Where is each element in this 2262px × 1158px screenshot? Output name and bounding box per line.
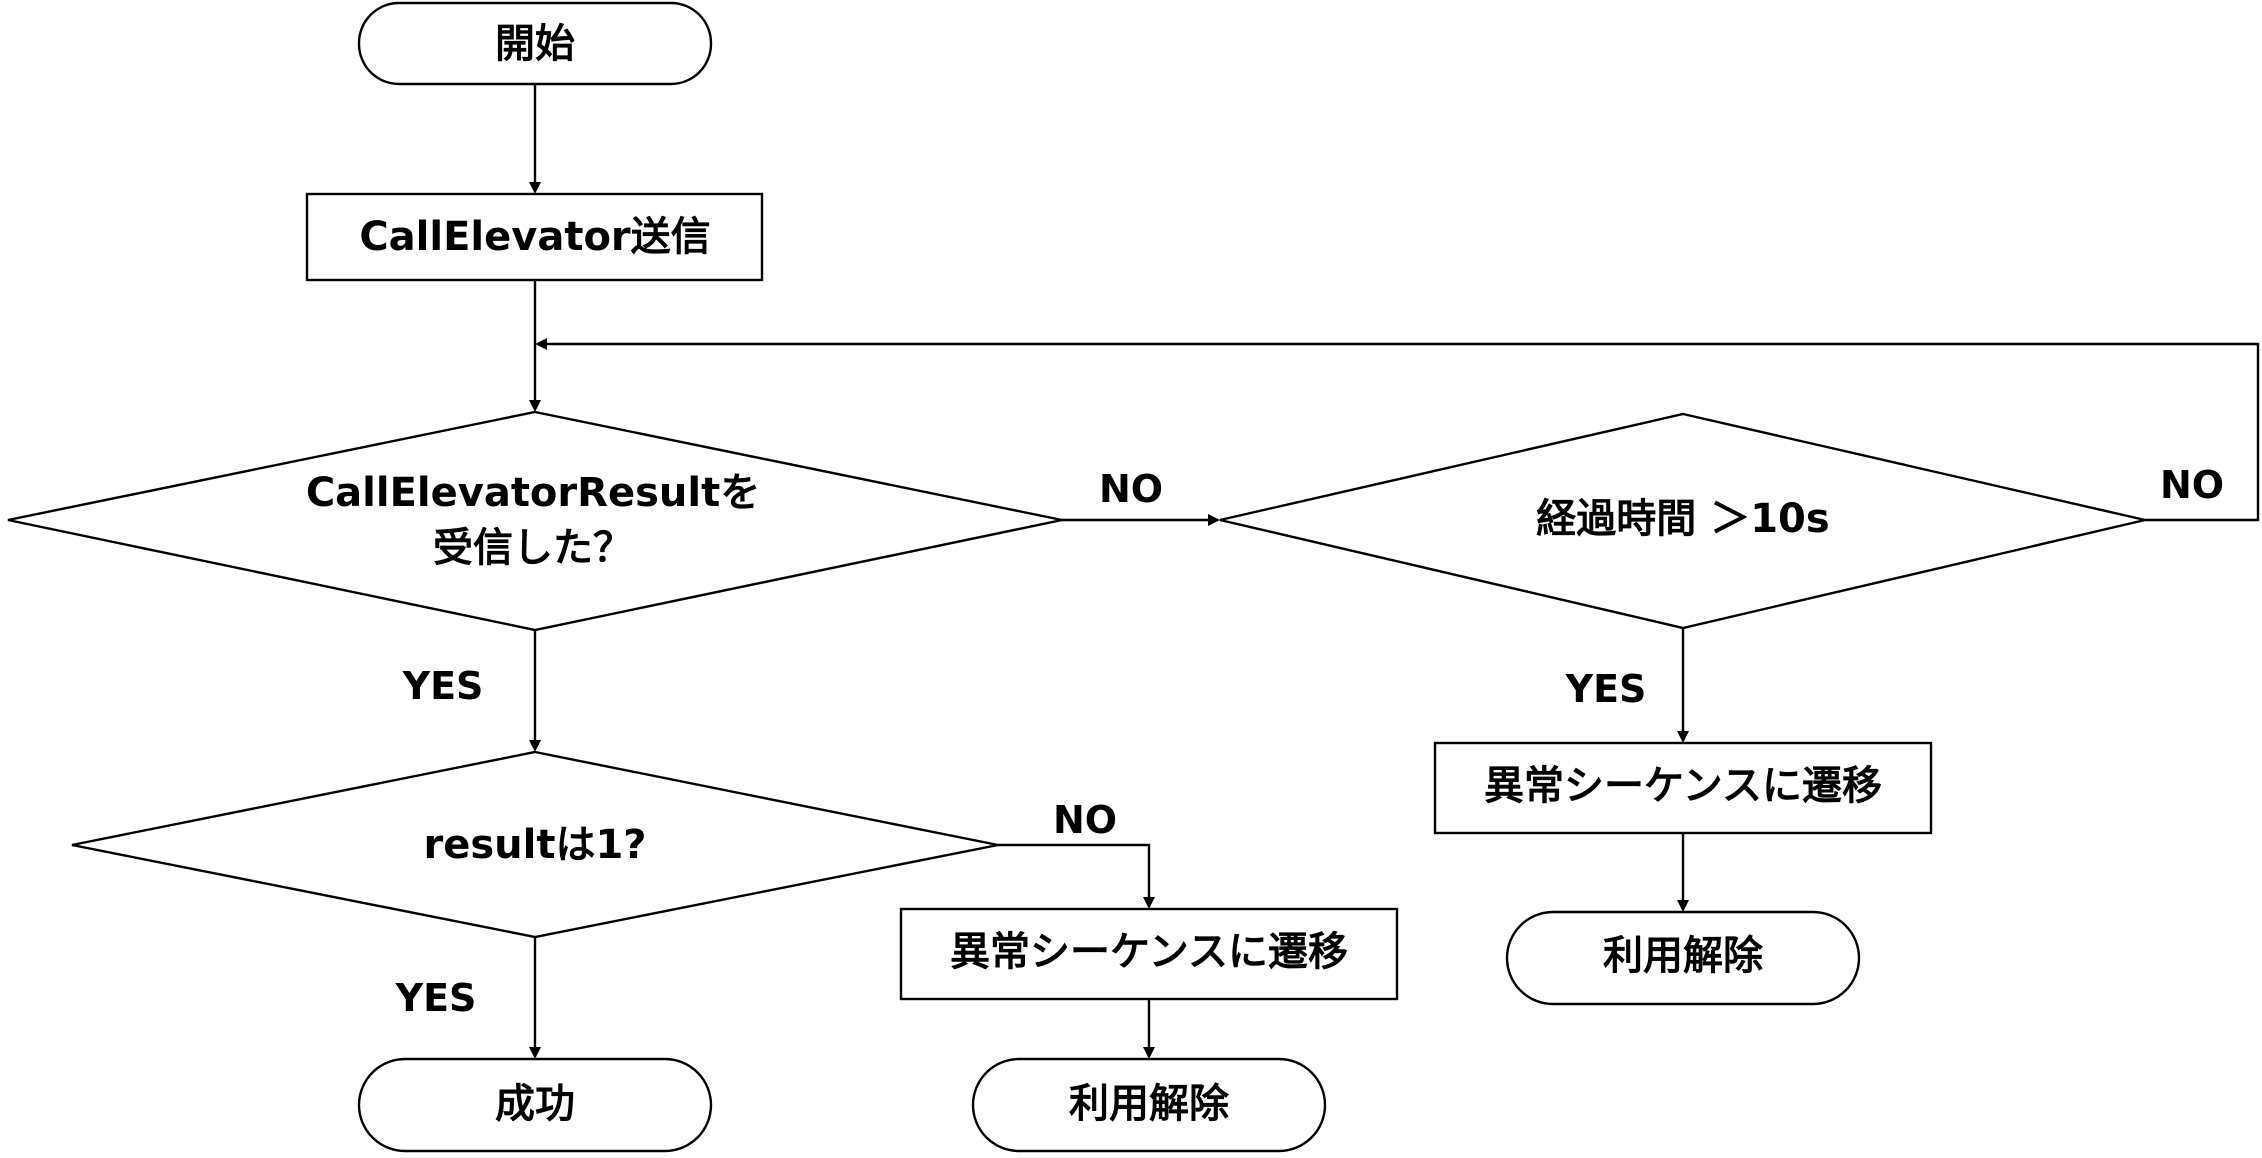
arrowhead [529, 740, 541, 752]
decision-timeout-label: 経過時間 ＞10s [1536, 496, 1829, 542]
release-timeout-terminator [1505, 910, 1861, 1006]
start-node: 開始 [357, 1, 713, 86]
success-label: 成功 [495, 1081, 575, 1127]
arrowhead [1143, 1047, 1155, 1059]
arrowhead [1208, 514, 1220, 526]
decision-received-node: CallElevatorResultを 受信した？ [7, 410, 1063, 632]
arrowhead [529, 400, 541, 412]
decision-result-diamond [71, 750, 999, 939]
send-call-process [305, 192, 764, 282]
decision-received-label-line1: CallElevatorResultを [306, 470, 760, 516]
arrowhead [1677, 731, 1689, 743]
result-no-label: NO [1053, 798, 1117, 842]
start-label: 開始 [495, 21, 575, 67]
decision-received-label-line2: 受信した？ [433, 525, 633, 571]
connectors [529, 84, 2260, 1059]
release-timeout-label: 利用解除 [1603, 933, 1764, 979]
success-node: 成功 [357, 1057, 713, 1153]
release-result-node: 利用解除 [971, 1057, 1327, 1153]
error-result-node: 異常シーケンスに遷移 [899, 907, 1399, 1001]
arrowhead [535, 338, 547, 350]
edge-result-no [998, 843, 1151, 897]
error-result-label: 異常シーケンスに遷移 [950, 929, 1348, 975]
error-result-process [899, 907, 1399, 1001]
decision-timeout-node: 経過時間 ＞10s [1219, 412, 2146, 630]
edge-labels: NO YES NO YES NO YES [395, 463, 2224, 1020]
result-yes-label: YES [395, 976, 477, 1020]
success-terminator [357, 1057, 713, 1153]
edge-timeout-no-loop [547, 342, 2260, 522]
decision-timeout-diamond [1219, 412, 2146, 630]
release-result-label: 利用解除 [1069, 1081, 1230, 1127]
release-timeout-node: 利用解除 [1505, 910, 1861, 1006]
arrowhead [529, 1047, 541, 1059]
error-timeout-process [1433, 741, 1933, 835]
send-call-label: CallElevator送信 [359, 214, 710, 260]
start-terminator [357, 1, 713, 86]
error-timeout-node: 異常シーケンスに遷移 [1433, 741, 1933, 835]
received-no-label: NO [1099, 467, 1163, 511]
received-yes-label: YES [402, 664, 484, 708]
decision-result-node: resultは1? [71, 750, 999, 939]
release-result-terminator [971, 1057, 1327, 1153]
arrowhead [1677, 900, 1689, 912]
error-timeout-label: 異常シーケンスに遷移 [1484, 763, 1882, 809]
arrowhead [1143, 897, 1155, 909]
decision-result-label: resultは1? [423, 822, 646, 868]
timeout-no-label: NO [2160, 463, 2224, 507]
decision-received-diamond [7, 410, 1063, 632]
send-call-node: CallElevator送信 [305, 192, 764, 282]
arrowhead [529, 182, 541, 194]
timeout-yes-label: YES [1565, 667, 1647, 711]
